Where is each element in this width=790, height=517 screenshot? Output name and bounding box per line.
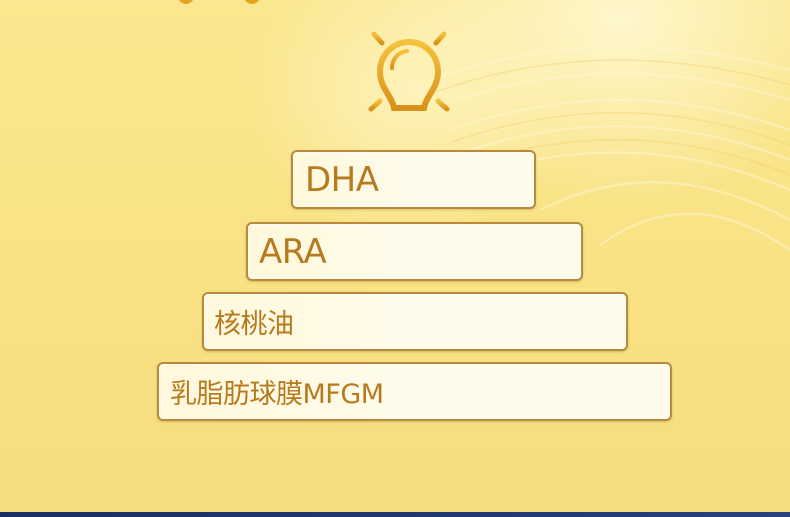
pyramid-item-label: ARA <box>259 231 327 272</box>
pyramid-item-label: DHA <box>305 159 379 200</box>
top-decoration <box>179 0 259 4</box>
pyramid-item-mfgm: 乳脂肪球膜MFGM <box>157 362 672 421</box>
lightbulb-icon <box>352 17 466 135</box>
bottom-bar <box>0 512 790 517</box>
pyramid-item-dha: DHA <box>291 150 536 209</box>
pyramid-item-ara: ARA <box>246 222 583 281</box>
pyramid-item-label: 核桃油 <box>214 309 294 340</box>
pyramid-item-walnut-oil: 核桃油 <box>202 292 628 351</box>
pyramid-item-label: 乳脂肪球膜MFGM <box>170 379 384 410</box>
